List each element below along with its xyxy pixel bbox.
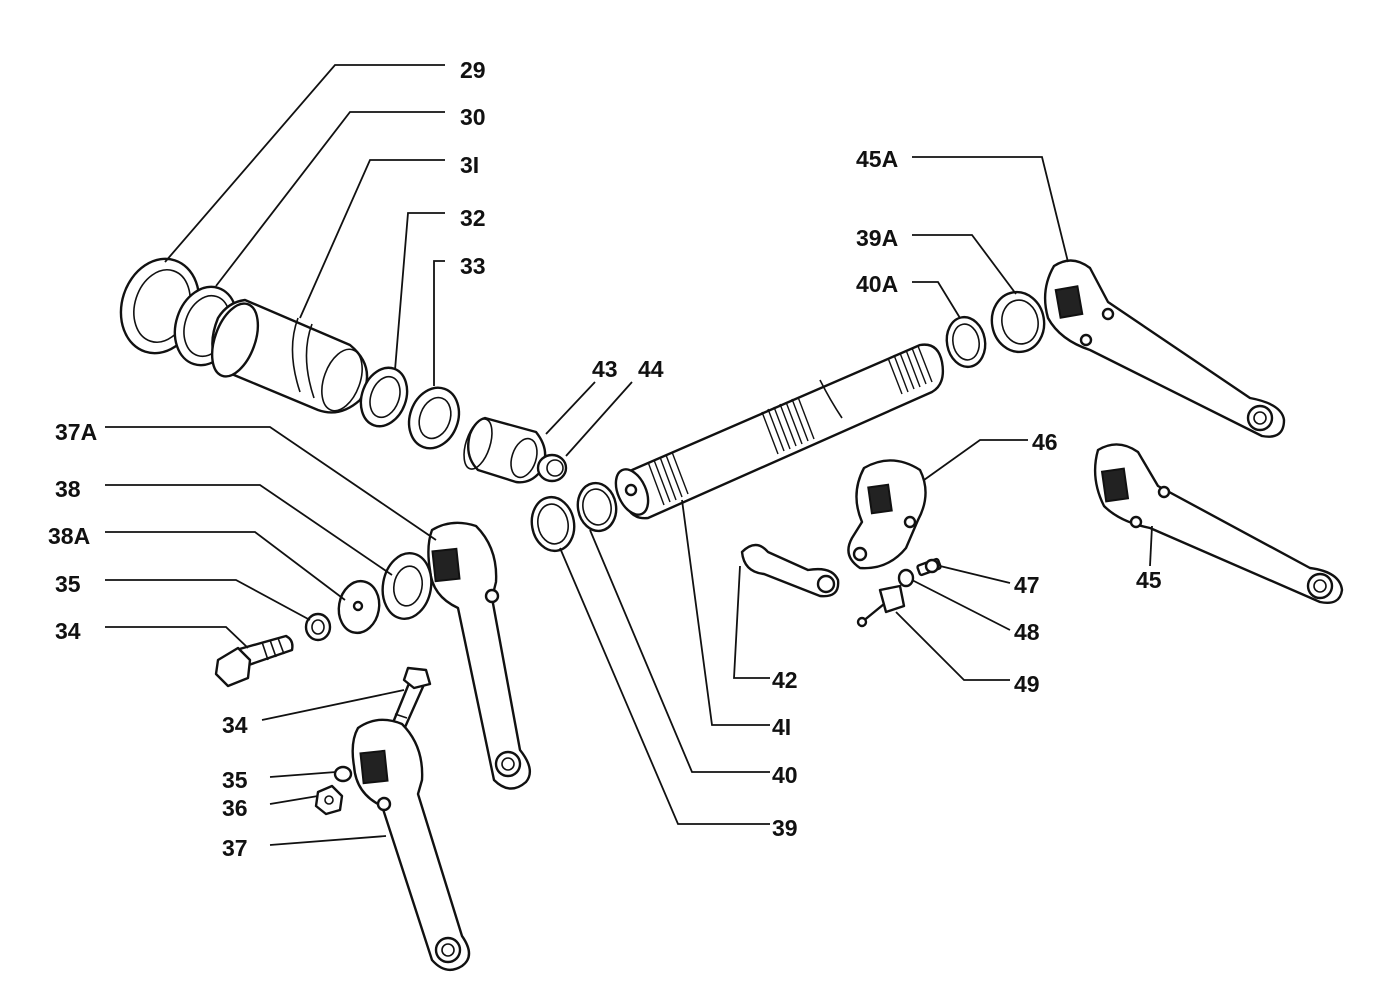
label-38A: 38A — [48, 523, 90, 549]
part-49-pin — [856, 584, 906, 628]
part-31-bushing-sleeve — [210, 298, 369, 414]
part-43-bushing — [463, 416, 547, 484]
part-34-bolt-upper — [214, 634, 294, 688]
part-39-ring — [530, 495, 576, 553]
label-37A: 37A — [55, 419, 97, 445]
label-34-upper: 34 — [55, 618, 81, 644]
label-35-upper: 35 — [55, 571, 81, 597]
label-31: 3I — [460, 152, 479, 178]
part-47-bolt — [916, 557, 942, 577]
label-38: 38 — [55, 476, 81, 502]
part-40A-ring — [945, 315, 987, 369]
label-39: 39 — [772, 815, 798, 841]
part-40-snap-ring — [576, 481, 618, 533]
label-36: 36 — [222, 795, 248, 821]
label-37: 37 — [222, 835, 248, 861]
part-35-lock-washer-upper — [304, 612, 332, 642]
shaft-splines-middle — [761, 396, 815, 455]
part-labels: 29 30 3I 32 33 43 44 37A 38 38A 35 34 34… — [48, 57, 1162, 861]
label-44: 44 — [638, 356, 664, 382]
label-45: 45 — [1136, 567, 1162, 593]
part-44-small-bush — [536, 453, 568, 483]
part-45A-lever-arm — [1043, 259, 1286, 438]
part-38A-disc — [337, 579, 381, 635]
part-37A-lever-arm — [427, 521, 532, 790]
label-47: 47 — [1014, 572, 1040, 598]
shaft-splines-left — [647, 451, 689, 506]
part-38-washer — [381, 552, 433, 620]
label-30: 30 — [460, 104, 486, 130]
label-32: 32 — [460, 205, 486, 231]
part-37-lever-arm — [351, 718, 471, 972]
label-40: 40 — [772, 762, 798, 788]
part-39A-bushing — [990, 290, 1046, 354]
label-49: 49 — [1014, 671, 1040, 697]
part-46-splined-lever — [847, 459, 927, 570]
part-45-lever-arm — [1093, 443, 1344, 604]
part-35-lock-washer-lower — [333, 765, 353, 783]
leader-lines — [105, 64, 1153, 846]
part-33-washer — [407, 386, 461, 450]
label-42: 42 — [772, 667, 798, 693]
label-41: 4I — [772, 714, 791, 740]
label-35-lower: 35 — [222, 767, 248, 793]
label-46: 46 — [1032, 429, 1058, 455]
label-34-lower: 34 — [222, 712, 248, 738]
label-48: 48 — [1014, 619, 1040, 645]
shaft-splines-right — [887, 345, 933, 395]
label-29: 29 — [460, 57, 486, 83]
part-48-washer — [897, 568, 915, 588]
label-43: 43 — [592, 356, 618, 382]
part-36-nut — [314, 784, 344, 816]
label-40A: 40A — [856, 271, 898, 297]
label-39A: 39A — [856, 225, 898, 251]
part-42-link-rod — [740, 543, 840, 598]
part-41-cross-shaft — [614, 343, 945, 520]
label-33: 33 — [460, 253, 486, 279]
label-45A: 45A — [856, 146, 898, 172]
